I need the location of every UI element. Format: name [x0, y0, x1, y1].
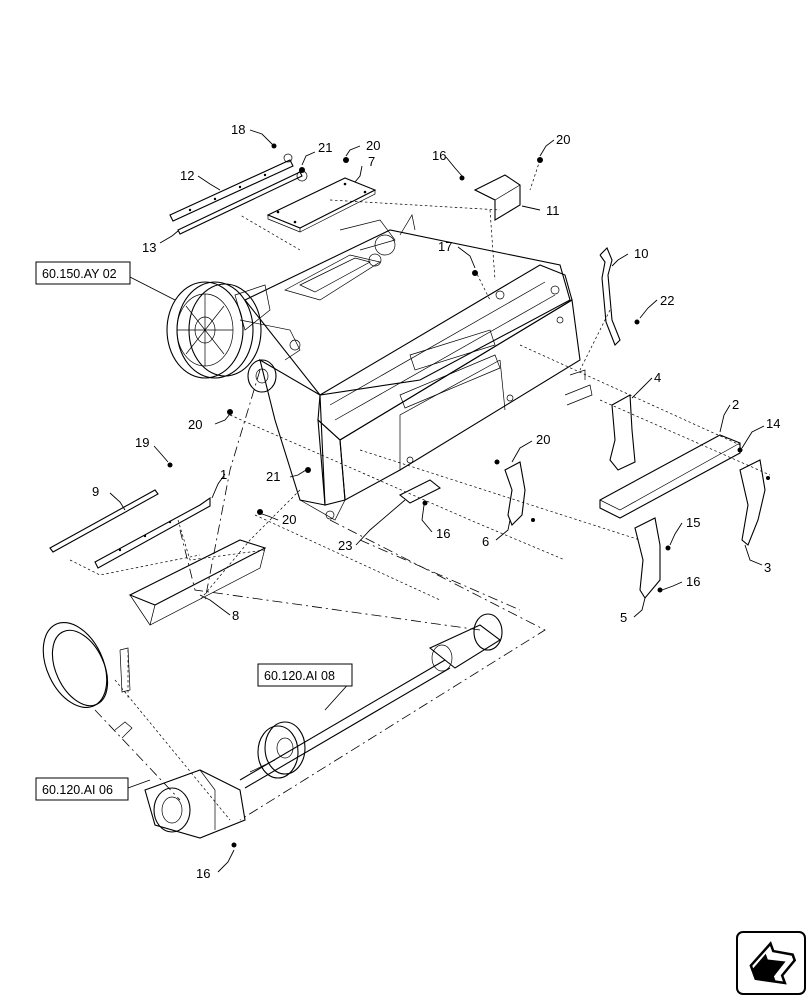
shield-4 [609, 394, 636, 471]
callout-18: 18 [231, 122, 245, 137]
callout-17: 17 [438, 239, 452, 254]
callout-21: 20 [282, 512, 296, 527]
callout-8: 8 [232, 608, 239, 623]
callout-19: 19 [135, 435, 149, 450]
reference-60-150-ay-02[interactable]: 60.150.AY 02 [35, 261, 131, 285]
callout-21: 21 [318, 140, 332, 155]
channel-2 [599, 434, 741, 519]
callout-16: 16 [686, 574, 700, 589]
callout-15: 15 [686, 515, 700, 530]
callout-20: 20 [556, 132, 570, 147]
svg-text:60.120.AI 08: 60.120.AI 08 [264, 669, 335, 683]
callout-16: 16 [432, 148, 446, 163]
hardware [167, 143, 770, 848]
shaft-coupler [428, 613, 503, 672]
gearbox-housing [144, 769, 246, 839]
callout-6: 6 [482, 534, 489, 549]
reference-60-120-ai-06[interactable]: 60.120.AI 06 [35, 777, 129, 801]
shield-6 [504, 461, 526, 526]
drive-shaft [239, 659, 451, 789]
callout-7: 7 [368, 154, 375, 169]
callout-13: 13 [142, 240, 156, 255]
assembly-lines [69, 159, 771, 821]
callout-12: 12 [180, 168, 194, 183]
callout-20: 20 [536, 432, 550, 447]
callout-20: 20 [188, 417, 202, 432]
strip-9 [49, 489, 159, 553]
callout-10: 10 [634, 246, 648, 261]
callout-11: 11 [546, 203, 560, 218]
svg-text:60.150.AY 02: 60.150.AY 02 [42, 267, 117, 281]
callout-3: 3 [764, 560, 771, 575]
callout-4: 4 [654, 370, 661, 385]
main-pulley [166, 281, 271, 379]
strip-1 [94, 496, 211, 569]
callout-23: 23 [338, 538, 352, 553]
shield-5 [634, 517, 661, 599]
bracket-11 [473, 174, 521, 221]
shield-3 [739, 459, 766, 546]
leader-lines [109, 129, 765, 873]
shaft-pulley [257, 721, 306, 779]
callout-14: 14 [766, 416, 780, 431]
callout-20: 20 [366, 138, 380, 153]
cover-plate-7 [266, 177, 377, 233]
callout-16: 16 [436, 526, 450, 541]
reference-60-120-ai-08[interactable]: 60.120.AI 08 [257, 663, 353, 687]
callout-5: 5 [620, 610, 627, 625]
lever-10 [599, 247, 621, 346]
callout-16: 16 [196, 866, 210, 881]
callout-22: 22 [660, 293, 674, 308]
callout-2: 2 [732, 397, 739, 412]
svg-text:60.120.AI 06: 60.120.AI 06 [42, 783, 113, 797]
next-page-arrow-icon[interactable] [736, 931, 806, 995]
callout-1: 1 [220, 467, 227, 482]
main-frame [239, 214, 593, 521]
callout-labels: 18 21 20 7 12 13 16 20 11 17 10 22 4 2 1… [92, 122, 780, 881]
tray-8 [128, 539, 267, 626]
clamp-parts [114, 647, 133, 739]
callout-20: 21 [266, 469, 280, 484]
belt [42, 621, 109, 709]
callout-9: 9 [92, 484, 99, 499]
